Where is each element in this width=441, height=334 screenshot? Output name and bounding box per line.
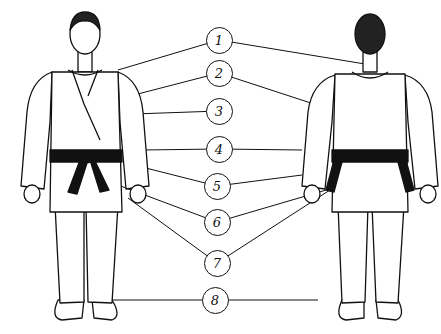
callout-circle: 7 (204, 250, 231, 277)
callout-circle: 3 (206, 98, 233, 125)
callout-number: 2 (215, 67, 223, 80)
front-figure (21, 12, 149, 320)
callout-circle: 4 (206, 136, 233, 163)
callout-number: 7 (213, 257, 221, 270)
callout-circle: 6 (204, 209, 231, 236)
callout-circle: 5 (204, 173, 231, 200)
back-figure (302, 14, 438, 320)
callout-circle: 8 (202, 287, 229, 314)
callout-circle: 2 (206, 60, 233, 87)
callout-number: 5 (213, 180, 221, 193)
callout-number: 3 (215, 105, 223, 118)
callout-number: 4 (215, 143, 223, 156)
callout-circle: 1 (206, 27, 233, 54)
callout-number: 1 (215, 34, 223, 47)
callout-number: 6 (213, 216, 221, 229)
callout-number: 8 (211, 294, 219, 307)
